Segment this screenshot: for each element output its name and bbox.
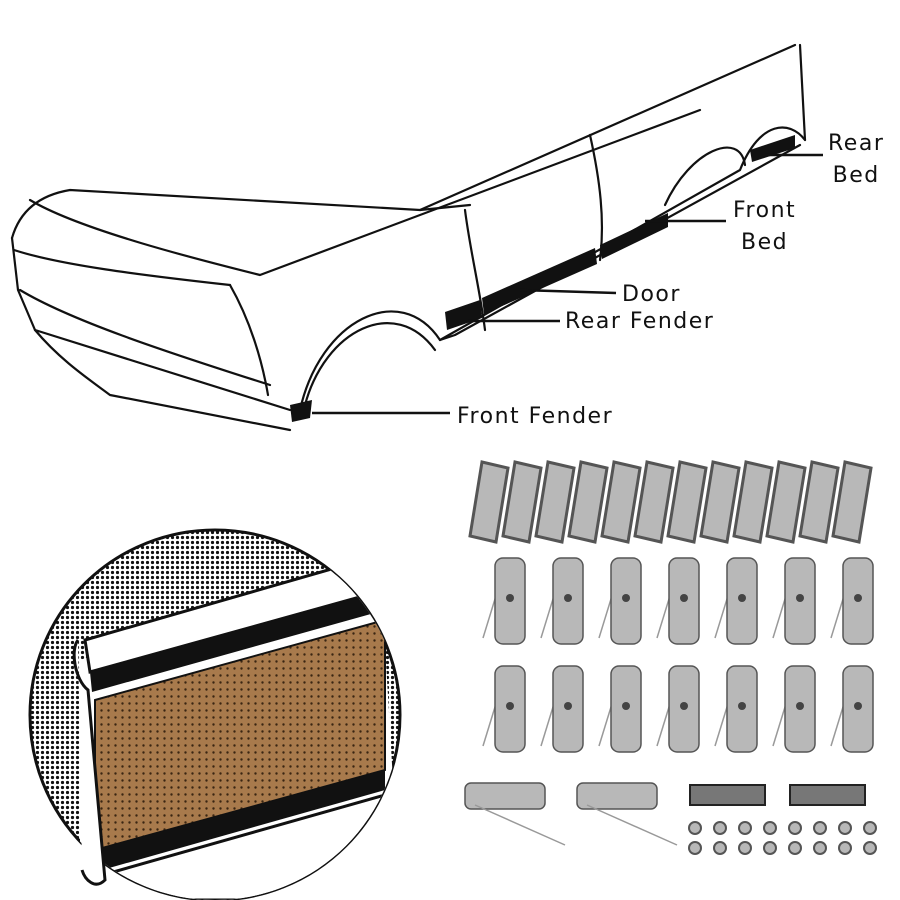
long-clip [666,460,708,544]
molding-detail-closeup [28,528,402,900]
long-clip [798,460,840,544]
long-clip [501,460,543,544]
nut [713,821,727,835]
end-clip [789,784,866,806]
retainer-stud [622,594,630,602]
nut [863,821,877,835]
short-clip-wire [474,804,566,846]
nut [788,841,802,855]
nut [763,821,777,835]
long-clip [600,460,642,544]
front-bed-molding [600,213,668,259]
label-rear-bed-line2: Bed [832,163,880,188]
rear-bed-molding [750,135,795,162]
long-clip [765,460,807,544]
long-clip [732,460,774,544]
label-front-bed-line1: Front [733,198,797,223]
nut [738,821,752,835]
nut [838,821,852,835]
long-clip [699,460,741,544]
long-clip [567,460,609,544]
nut [813,841,827,855]
rear-fender-molding [445,300,482,330]
label-front-bed: Front Bed [733,195,796,259]
clip-kit-parts [464,460,877,855]
nut [688,821,702,835]
long-clip [633,460,675,544]
nut [738,841,752,855]
retainer-stud [622,702,630,710]
label-front-bed-line2: Bed [741,230,789,255]
short-clip-wire [586,804,678,846]
nut [688,841,702,855]
label-rear-fender: Rear Fender [565,309,715,334]
retainer-stud [796,594,804,602]
retainer-stud [506,702,514,710]
retainer-stud [506,594,514,602]
retainer-stud [738,702,746,710]
long-clip [534,460,576,544]
nut [863,841,877,855]
leader-lines [312,153,823,415]
nut [813,821,827,835]
nut [788,821,802,835]
label-front-fender: Front Fender [457,404,614,429]
label-rear-bed: Rear Bed [828,128,884,192]
nut [838,841,852,855]
retainer-stud [564,594,572,602]
retainer-stud [854,594,862,602]
label-door: Door [622,282,681,307]
retainer-stud [738,594,746,602]
retainer-stud [680,594,688,602]
end-clip [689,784,766,806]
retainer-stud [564,702,572,710]
door-molding [482,248,597,314]
short-clip [576,782,658,810]
short-clip [464,782,546,810]
retainer-stud [796,702,804,710]
label-rear-bed-line1: Rear [828,131,885,156]
retainer-stud [680,702,688,710]
long-clip [468,460,510,544]
moldings [290,135,795,422]
nut [713,841,727,855]
front-fender-molding [290,400,312,422]
nut [763,841,777,855]
retainer-stud [854,702,862,710]
long-clip [831,460,873,544]
